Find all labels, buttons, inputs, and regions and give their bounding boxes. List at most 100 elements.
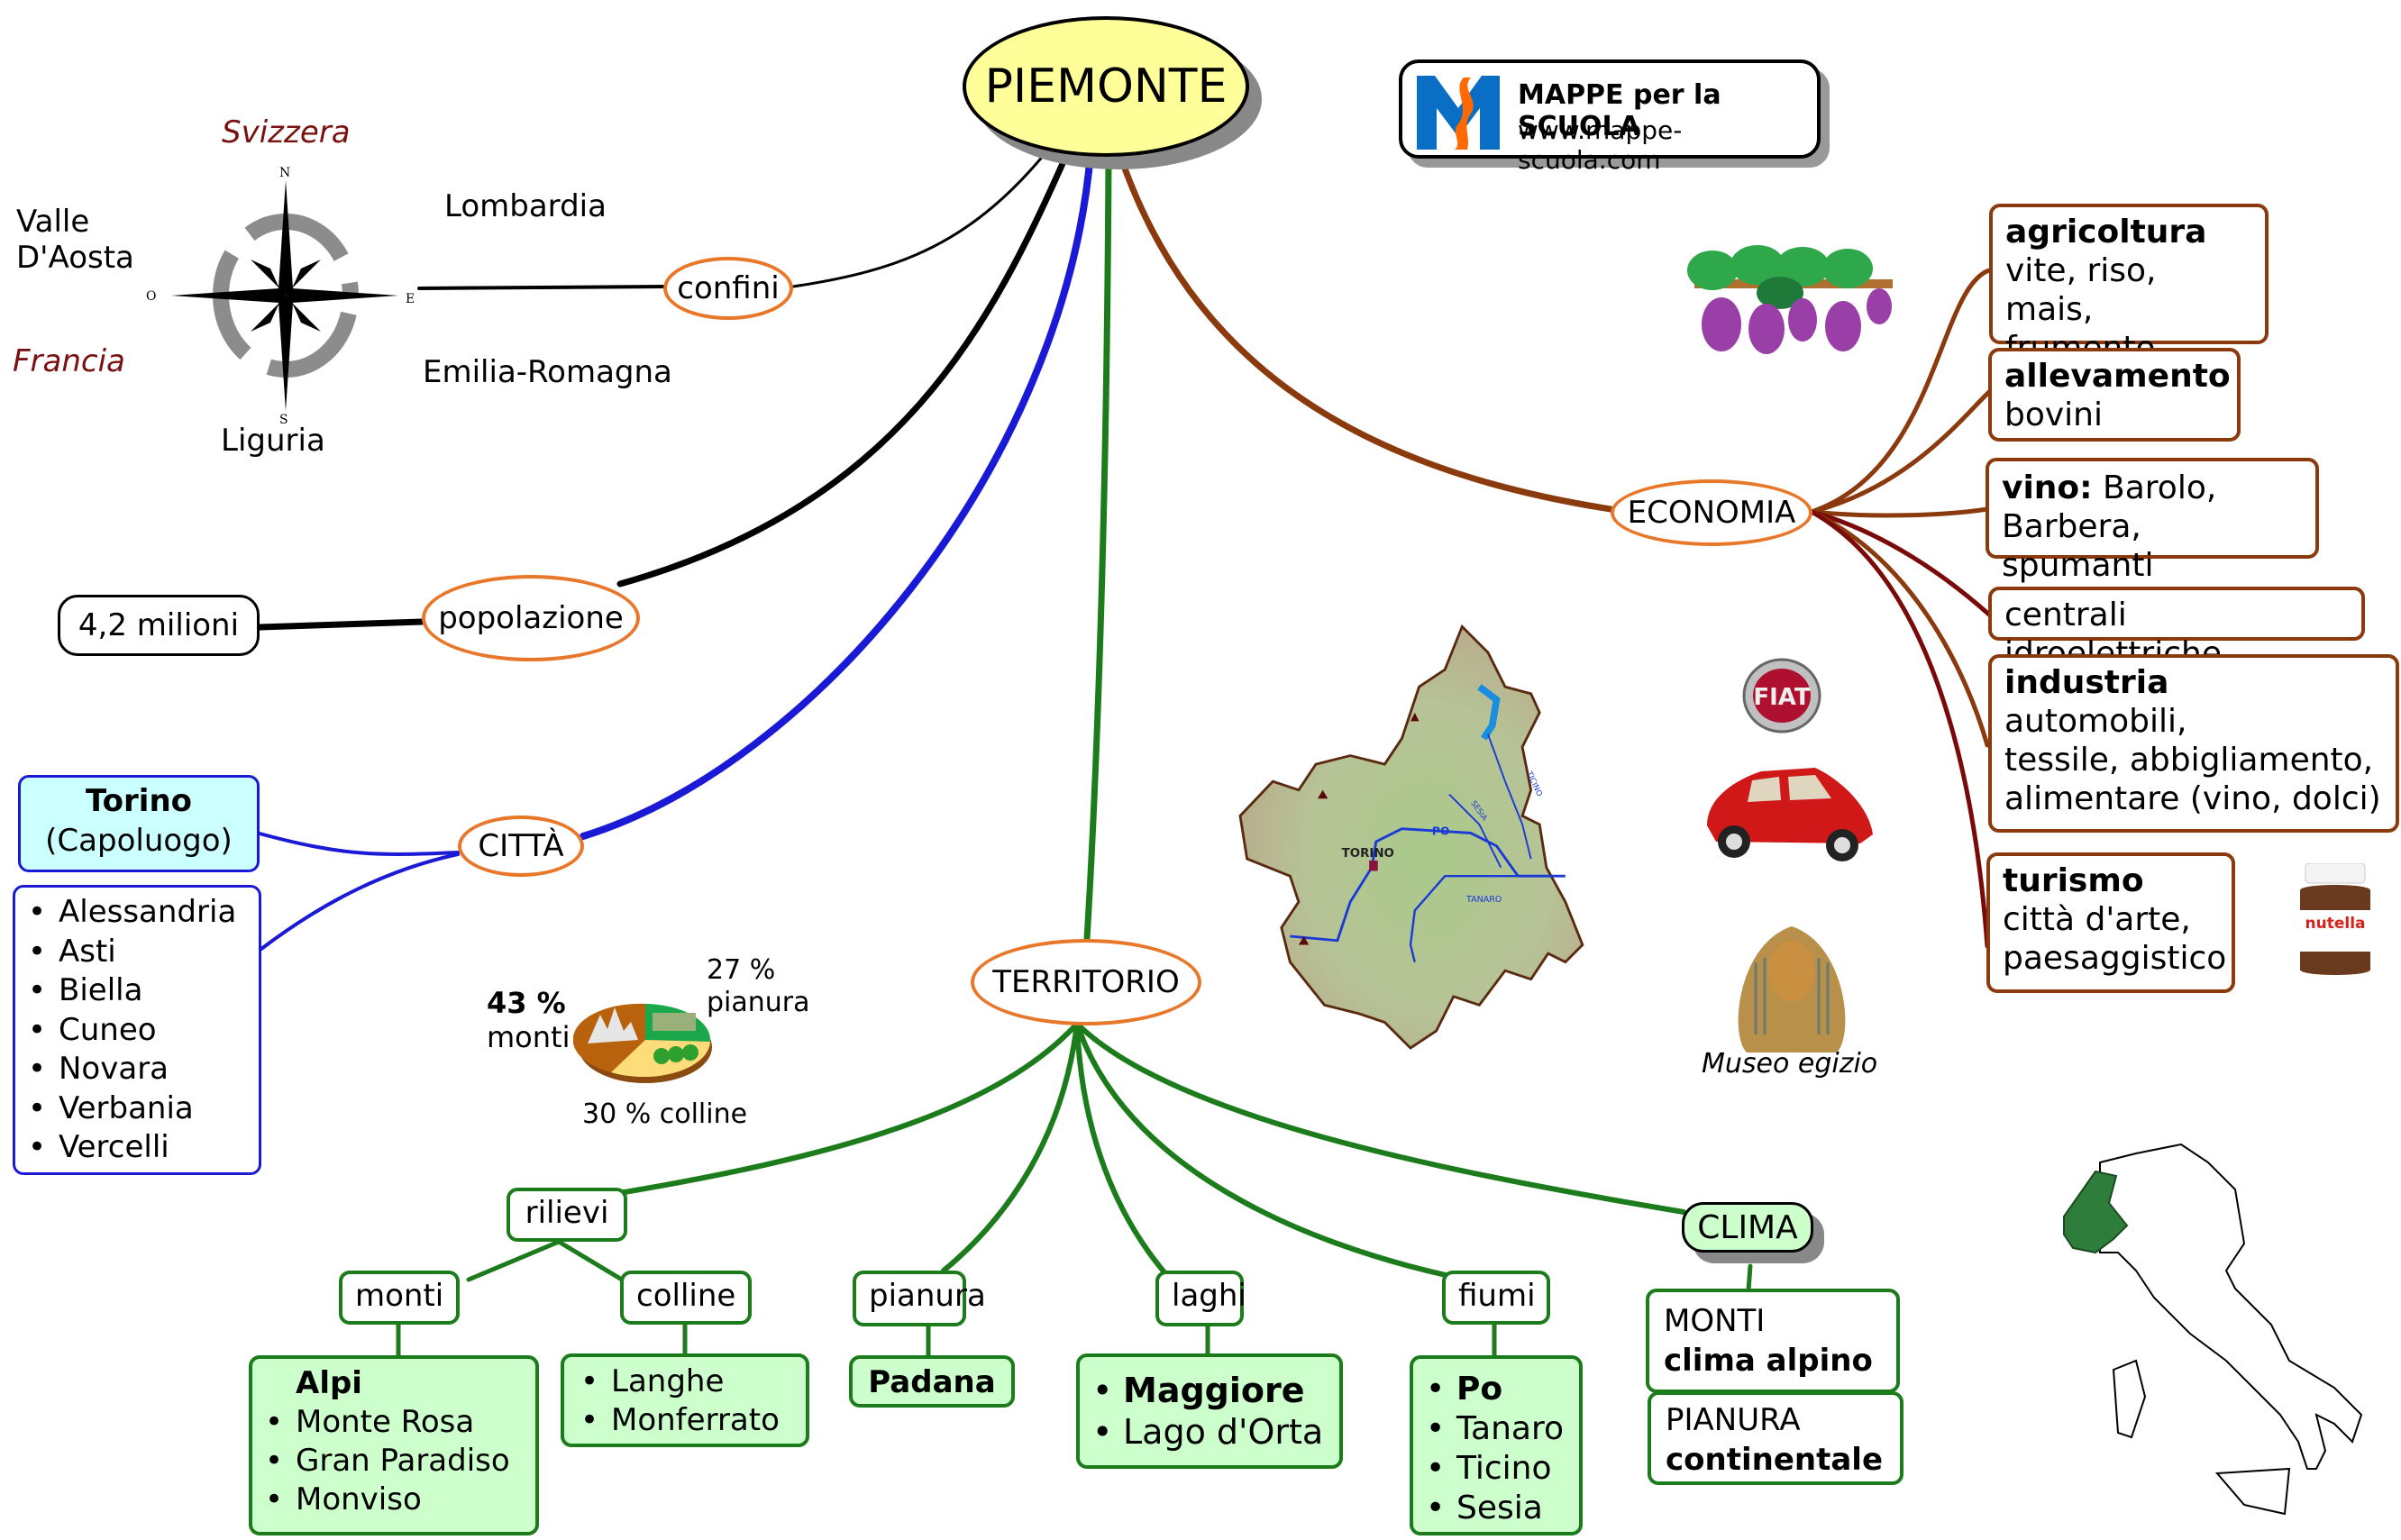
node-monti[interactable]: monti [339, 1271, 460, 1325]
agricoltura-title: agricoltura [2005, 214, 2207, 251]
link-centrali [1809, 509, 1992, 617]
node-territorio[interactable]: TERRITORIO [971, 939, 1201, 1025]
province-box[interactable]: AlessandriaAstiBiellaCuneoNovaraVerbania… [13, 885, 261, 1175]
agricoltura-box[interactable]: agricoltura vite, riso, mais, frumento [1989, 204, 2269, 367]
pie-pianura-label: pianura [707, 987, 810, 1018]
link-confini-compass [417, 285, 667, 290]
node-clima-label: CLIMA [1697, 1208, 1798, 1246]
colline-box[interactable]: LangheMonferrato [561, 1353, 809, 1447]
link-citta-torino [258, 832, 460, 856]
laghi-item: Maggiore [1092, 1370, 1327, 1411]
allevamento-box[interactable]: allevamento bovini [1988, 348, 2241, 442]
fiumi-item: Ticino [1426, 1449, 1566, 1489]
link-rilievi [583, 1021, 1080, 1201]
node-popolazione-label: popolazione [438, 600, 624, 636]
fiumi-list: PoTanaroTicinoSesia [1426, 1370, 1566, 1528]
node-economia-label: ECONOMIA [1627, 495, 1796, 531]
vino-line-1: Barbera, spumanti [2002, 508, 2154, 584]
logo-m-icon [1417, 76, 1500, 150]
node-economia[interactable]: ECONOMIA [1611, 479, 1812, 546]
root-node[interactable]: PIEMONTE [963, 16, 1249, 157]
node-rilievi[interactable]: rilievi [507, 1188, 627, 1242]
clima-monti-box[interactable]: MONTI clima alpino [1646, 1289, 1900, 1393]
link-pianura [941, 1021, 1080, 1273]
map-label-po: PO [1432, 824, 1450, 837]
link-fiumi [1074, 1021, 1448, 1278]
link-economia [1116, 150, 1614, 513]
mappe-scuola-logo[interactable]: MAPPE per la SCUOLA www.mappe-scuola.com [1399, 59, 1821, 175]
alpi-box[interactable]: Alpi Monte RosaGran ParadisoMonviso [249, 1355, 539, 1535]
industria-line-2: tessile, abbigliamento, [2004, 742, 2374, 779]
centrali-box[interactable]: centrali idroelettriche [1988, 587, 2365, 672]
logo-url[interactable]: www.mappe-scuola.com [1518, 115, 1683, 175]
province-item: Asti [28, 933, 246, 972]
node-citta[interactable]: CITTÀ [458, 816, 584, 877]
clima-pianura-box[interactable]: PIANURA continentale [1648, 1391, 1903, 1485]
nutella-jar-icon: nutella [2300, 863, 2370, 975]
node-laghi[interactable]: laghi [1155, 1271, 1246, 1326]
node-confini[interactable]: confini [663, 257, 793, 320]
clima-monti-value: clima alpino [1664, 1343, 1873, 1379]
alpi-title: Alpi [296, 1365, 362, 1401]
node-pianura[interactable]: pianura [853, 1271, 986, 1326]
province-list: AlessandriaAstiBiellaCuneoNovaraVerbania… [28, 893, 246, 1168]
fiat-logo-icon: FIAT [1742, 658, 1821, 734]
vino-title: vino: [2002, 469, 2093, 506]
node-colline[interactable]: colline [620, 1271, 752, 1325]
vino-box[interactable]: vino: Barolo, Barbera, spumanti [1986, 458, 2319, 584]
pie-colline-label: 30 % colline [582, 1098, 748, 1130]
clima-pianura-title: PIANURA [1666, 1402, 1801, 1438]
link-agricoltura [1809, 268, 1992, 515]
neighbor-svizzera: Svizzera [222, 114, 351, 150]
neighbor-valle-daosta: Valle D'Aosta [16, 204, 134, 276]
link-laghi [1074, 1021, 1167, 1275]
turismo-line-1: città d'arte, [2003, 901, 2191, 938]
node-fiumi[interactable]: fiumi [1442, 1271, 1550, 1325]
compass-s: S [279, 413, 288, 424]
alpi-list: Monte RosaGran ParadisoMonviso [265, 1403, 523, 1519]
colline-item: Langhe [580, 1362, 793, 1401]
museo-egizio-caption: Museo egizio [1702, 1048, 1878, 1080]
province-item: Cuneo [28, 1011, 246, 1051]
laghi-box[interactable]: MaggioreLago d'Orta [1076, 1353, 1343, 1469]
territory-pie-chart [573, 1003, 712, 1083]
neighbor-liguria: Liguria [221, 423, 325, 459]
link-industria [1809, 509, 1990, 748]
fiumi-item: Po [1426, 1370, 1566, 1409]
fiumi-box[interactable]: PoTanaroTicinoSesia [1410, 1355, 1583, 1535]
industria-line-3: alimentare (vino, dolci) [2004, 780, 2381, 817]
capoluogo-name: Torino [85, 783, 193, 819]
pie-pianura-pct: 27 % [707, 954, 776, 986]
province-item: Biella [28, 971, 246, 1011]
fiumi-item: Sesia [1426, 1489, 1566, 1528]
alpi-item: Gran Paradiso [265, 1442, 523, 1481]
piemonte-physical-map: TORINO PO SESIA TICINO TANARO [1238, 624, 1584, 1050]
industria-box[interactable]: industria automobili, tessile, abbigliam… [1988, 654, 2399, 833]
italy-map [2063, 1143, 2363, 1516]
fiumi-item: Tanaro [1426, 1409, 1566, 1449]
alpi-item: Monviso [265, 1481, 523, 1519]
allevamento-line-1: bovini [2004, 396, 2104, 433]
node-clima[interactable]: CLIMA [1682, 1202, 1813, 1253]
map-label-tanaro: TANARO [1465, 895, 1502, 905]
compass-e: E [406, 292, 415, 306]
link-citta [580, 150, 1094, 840]
node-popolazione[interactable]: popolazione [422, 575, 640, 661]
allevamento-title: allevamento [2004, 358, 2231, 395]
popolazione-value: 4,2 milioni [58, 595, 260, 656]
padana-box[interactable]: Padana [849, 1355, 1015, 1408]
link-popolazione [616, 148, 1072, 588]
neighbor-lombardia: Lombardia [444, 188, 607, 224]
fiat-500-car-icon [1707, 768, 1873, 861]
capoluogo-box[interactable]: Torino (Capoluogo) [18, 775, 260, 872]
egyptian-mask-icon [1738, 926, 1846, 1052]
link-popolazione-value [256, 618, 425, 631]
colline-item: Monferrato [580, 1401, 793, 1440]
turismo-box[interactable]: turismo città d'arte, paesaggistico [1986, 852, 2235, 993]
neighbor-francia: Francia [13, 343, 125, 379]
link-citta-province [260, 852, 460, 951]
agricoltura-line-1: vite, riso, [2005, 252, 2157, 289]
node-citta-label: CITTÀ [478, 828, 564, 864]
nutella-label: nutella [2305, 915, 2366, 933]
